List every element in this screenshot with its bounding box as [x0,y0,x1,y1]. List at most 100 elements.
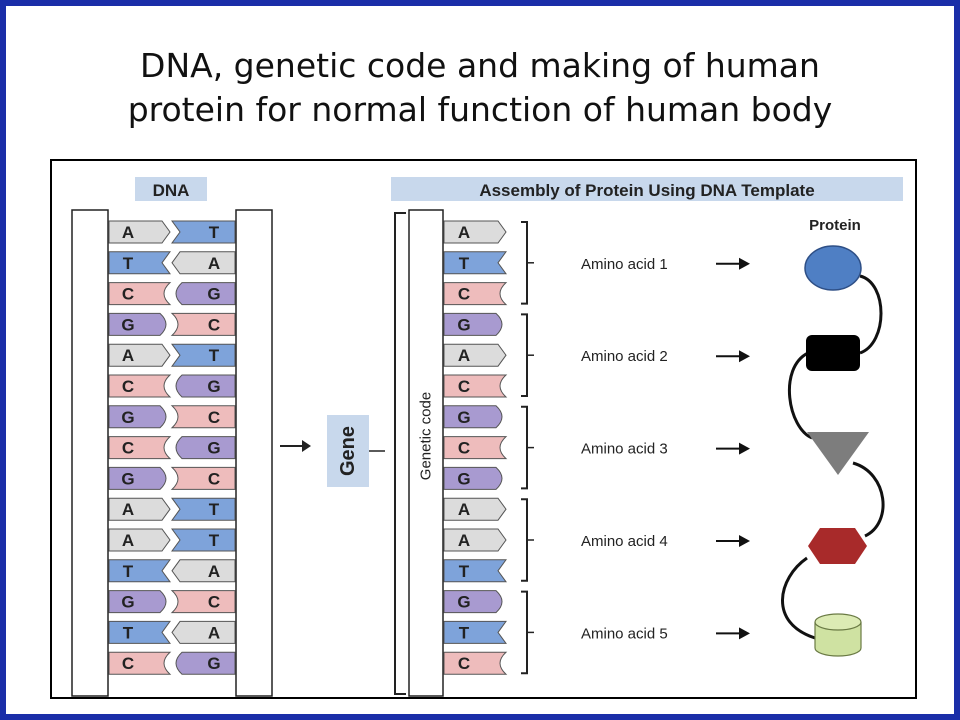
base-right [175,374,236,398]
protein-label: Protein [809,217,861,234]
template-base-letter: A [458,223,470,242]
slide-title-line-2: protein for normal function of human bod… [127,90,833,129]
base-right-letter: A [208,562,220,581]
base-right [171,251,236,275]
template-base-letter: G [457,593,470,612]
template-base: A [443,220,507,244]
base-left-letter: T [123,254,134,273]
template-base-shape [443,282,508,306]
codon-group: Amino acid 4 [521,498,750,582]
base-left-letter: A [122,500,134,519]
base-left [108,220,171,244]
dna-header: DNA [153,181,190,200]
base-right [170,312,236,336]
base-right-letter: A [208,254,220,273]
base-left-letter: G [121,408,134,427]
base-right [170,466,236,490]
base-right-letter: C [208,408,220,427]
codon-group: Amino acid 2 [521,313,750,397]
amino-acid-arrowhead [739,442,750,455]
template-base-shape [443,620,507,644]
base-right [175,282,236,306]
base-left [108,620,171,644]
base-right-letter: T [209,500,220,519]
base-left [108,405,167,429]
base-left-letter: C [122,654,134,673]
amino-acid-arrowhead [739,535,750,547]
template-base: G [443,405,503,429]
base-right-letter: G [207,285,220,304]
template-base-shape [443,590,503,614]
slide-title: DNA, genetic code and making of human pr… [6,44,954,132]
template-base: T [443,251,507,275]
base-right [171,220,236,244]
amino-acid-arrowhead [739,627,750,640]
base-right [171,497,236,521]
template-base-letter: A [458,346,470,365]
base-right [170,590,236,614]
protein-rounded-square [806,335,860,371]
slide-title-line-1: DNA, genetic code and making of human [140,46,820,85]
base-left [108,251,171,275]
template-base-letter: C [458,285,470,304]
base-left-letter: C [122,377,134,396]
template-base-letter: C [458,439,470,458]
base-right [170,405,236,429]
base-left-letter: T [123,562,134,581]
genetic-code-label: Genetic code [418,392,435,480]
base-right-letter: T [209,346,220,365]
template-base: G [443,590,503,614]
base-right-letter: C [208,593,220,612]
template-base-shape [443,220,507,244]
base-right [175,651,236,675]
gene-label: Gene [337,426,359,476]
protein-triangle [807,432,869,475]
template-base-shape [443,312,503,336]
template-base: T [443,559,507,583]
protein-circle [804,245,862,291]
base-right [171,620,236,644]
protein-chain [781,274,885,640]
template-base-letter: G [457,408,470,427]
base-right-letter: A [208,623,220,642]
protein-hexagon [808,528,867,564]
template-base-letter: G [457,469,470,488]
template-base-shape [443,343,507,367]
dna-header-bg [135,177,207,201]
codon-bracket [521,405,528,490]
base-left-letter: C [122,285,134,304]
base-left [108,497,171,521]
genetic-code-backbone [408,209,444,697]
template-base: T [443,620,507,644]
base-left-letter: T [123,623,134,642]
template-base-shape [443,251,507,275]
base-right [171,343,236,367]
gene-box [327,415,369,487]
template-base-letter: G [457,315,470,334]
dna-protein-diagram: DNA Assembly of Protein Using DNA Templa… [71,177,903,697]
base-right-letter: G [207,377,220,396]
base-left [108,528,171,552]
base-right [171,559,236,583]
dna-backbone-left [71,209,109,697]
base-left [108,374,172,398]
template-base-shape [443,528,507,552]
protein-cylinder-body [814,622,862,657]
base-left-letter: G [121,593,134,612]
amino-acid-label: Amino acid 4 [581,533,668,550]
template-base: C [443,282,508,306]
template-base: C [443,651,508,675]
codon-group: Amino acid 1 [521,221,750,305]
amino-acid-arrowhead [739,257,750,270]
codon-bracket [521,221,528,305]
template-base: A [443,497,507,521]
amino-acid-label: Amino acid 1 [581,256,668,273]
